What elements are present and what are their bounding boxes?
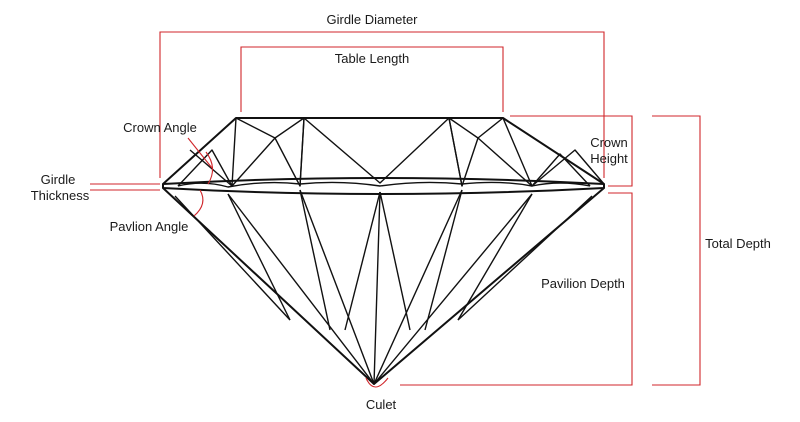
pavilion-facet-1 (227, 193, 375, 385)
crown-facet-table-left (299, 117, 305, 187)
girdle-thickness-label-line2: Thickness (31, 188, 90, 203)
culet-label: Culet (366, 397, 397, 412)
pavilion-angle-label: Pavlion Angle (110, 219, 189, 234)
pavilion-outline (162, 187, 605, 385)
pavilion-facet-4 (373, 189, 463, 385)
dimension-lines (90, 31, 701, 388)
crown-facet-upper-row (231, 117, 305, 187)
pavilion-facet-11 (424, 189, 463, 331)
pavilion-facet-8 (299, 189, 331, 331)
pavilion-angle-arc (193, 189, 204, 217)
pavilion-facet-10 (379, 191, 411, 331)
crown-facet-bezel-right (531, 153, 591, 187)
pavilion-facet-7 (174, 195, 291, 321)
crown-height-label-line2: Height (590, 151, 628, 166)
crown-height-bracket (510, 115, 633, 187)
pavilion-depth-bracket (400, 192, 633, 386)
crown-facet-right-edge (531, 149, 605, 187)
pavilion-depth-label: Pavilion Depth (541, 276, 625, 291)
girdle-band (162, 177, 605, 195)
crown-facets (177, 117, 605, 187)
pavilion-facet-3 (373, 191, 381, 385)
pavilion-facets (174, 189, 593, 385)
pavilion-facet-5 (373, 193, 533, 385)
pavilion-facet-9 (344, 191, 381, 331)
crown-height-label-line1: Crown (590, 135, 628, 150)
crown-facet-star-row (235, 117, 504, 184)
crown-facet-table-right (448, 117, 463, 187)
girdle-diameter-bracket (159, 31, 605, 178)
total-depth-bracket (652, 115, 701, 386)
crown-angle-leader (187, 137, 213, 169)
pavilion-facet-2 (299, 189, 375, 385)
crown-facet-bezel-left (177, 149, 233, 187)
labels: Girdle Diameter Table Length Crown Angle… (31, 12, 771, 412)
culet-arc (365, 377, 389, 388)
pavilion-facet-6 (227, 193, 291, 321)
girdle-thickness-label-line1: Girdle (41, 172, 76, 187)
total-depth-label: Total Depth (705, 236, 771, 251)
table-length-label: Table Length (335, 51, 409, 66)
pavilion-facet-12 (457, 193, 533, 321)
crown-facet-left-edge (189, 149, 233, 187)
girdle-diameter-label: Girdle Diameter (326, 12, 418, 27)
crown-angle-arc (205, 151, 214, 185)
table-length-bracket (240, 46, 504, 112)
crown-angle-label: Crown Angle (123, 120, 197, 135)
pavilion-facet-13 (457, 195, 593, 321)
crown-outline (162, 117, 605, 185)
diamond-outline (162, 117, 605, 385)
